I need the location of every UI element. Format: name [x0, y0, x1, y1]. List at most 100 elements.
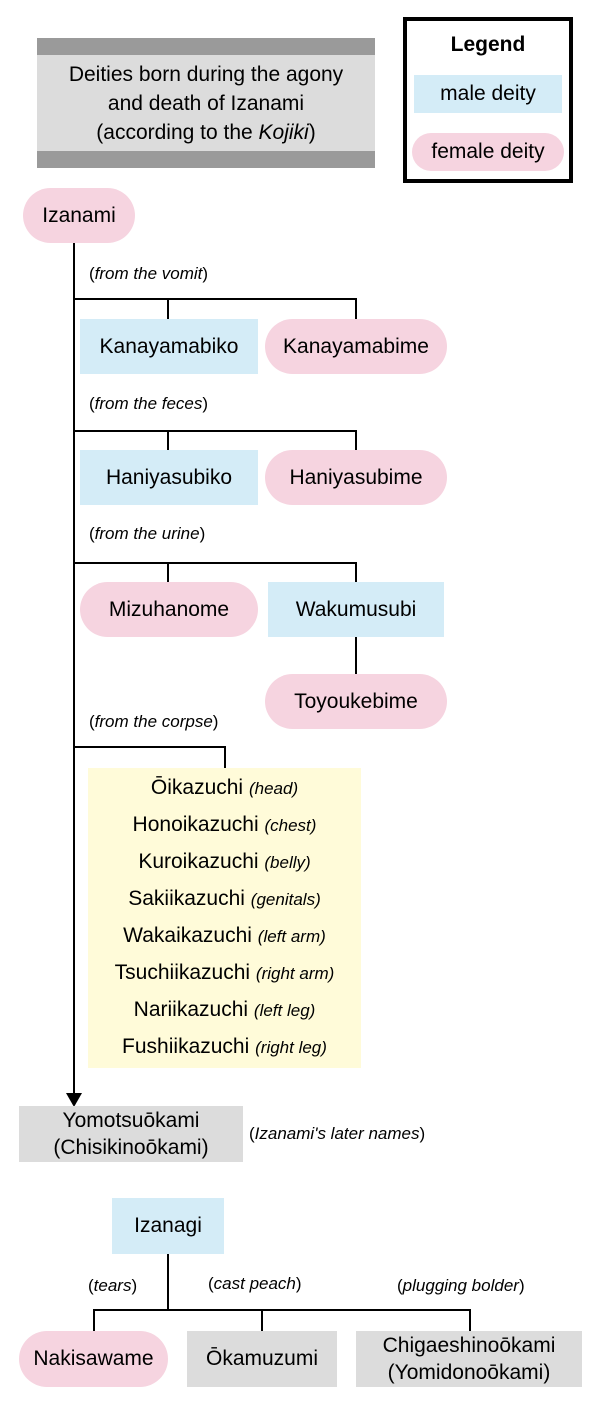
- branch-urine: [74, 562, 357, 564]
- node-mizuhanome: Mizuhanome: [80, 582, 258, 637]
- title-line-3-italic: Kojiki: [258, 120, 309, 144]
- note-later-names: (Izanami's later names): [249, 1124, 426, 1143]
- thunder-gods-box: Ōikazuchi (head) Honoikazuchi (chest) Kuro…: [88, 768, 361, 1068]
- title-line-2: and death of Izanami: [107, 91, 305, 115]
- thunder-god-name: Fushiikazuchi: [122, 1035, 256, 1058]
- node-haniyasubiko: Haniyasubiko: [80, 450, 258, 505]
- thunder-god-name: Sakiikazuchi: [128, 887, 251, 910]
- node-wakumusubi: Wakumusubi: [268, 582, 444, 637]
- node-yomotsuokami: Yomotsuōkami (Chisikinoōkami): [19, 1106, 243, 1162]
- thunder-god-row: Tsuchiikazuchi (right arm): [88, 961, 361, 985]
- thunder-god-body-part: (left leg): [253, 1001, 316, 1020]
- thunder-god-row: Wakaikazuchi (left arm): [88, 924, 361, 948]
- note-plugging-bolder: (plugging bolder): [397, 1276, 525, 1295]
- branch-feces-left: [167, 430, 169, 450]
- thunder-god-row: Ōikazuchi (head): [88, 776, 361, 800]
- thunder-god-body-part: (right leg): [255, 1038, 327, 1057]
- thunder-god-body-part: (head): [248, 779, 299, 798]
- node-chigaeshinookami: Chigaeshinoōkami (Yomidonoōkami): [356, 1331, 582, 1387]
- thunder-god-row: Honoikazuchi (chest): [88, 813, 361, 837]
- note-cast-peach: (cast peach): [208, 1274, 302, 1293]
- node-haniyasubime-label: Haniyasubime: [289, 465, 423, 489]
- node-chigaeshinookami-line-1: Chigaeshinoōkami: [382, 1334, 556, 1357]
- branch-corpse: [74, 746, 226, 748]
- izanagi-branch-1: [93, 1309, 95, 1331]
- thunder-god-name: Honoikazuchi: [132, 813, 265, 836]
- node-nakisawame-label: Nakisawame: [33, 1347, 154, 1370]
- branch-vomit-right: [355, 298, 357, 319]
- title-line-3-suffix: ): [308, 120, 316, 144]
- arrowhead-down: [66, 1093, 82, 1107]
- thunder-god-name: Wakaikazuchi: [123, 924, 258, 947]
- legend-male-swatch: male deity: [414, 75, 562, 113]
- thunder-god-body-part-text: chest: [270, 816, 311, 835]
- legend-title: Legend: [450, 33, 526, 56]
- title-bottom-bar: [37, 151, 375, 168]
- node-izanagi-label: Izanagi: [134, 1214, 202, 1237]
- diagram-title-box: Deities born during the agony and death …: [37, 38, 375, 168]
- title-line-1: Deities born during the agony: [68, 62, 344, 86]
- thunder-god-body-part: (left arm): [257, 927, 326, 946]
- thunder-god-name: Ōikazuchi: [150, 776, 249, 799]
- thunder-god-body-part-text: left arm: [263, 927, 321, 946]
- title-line-3-prefix: (according to the: [96, 120, 259, 144]
- thunder-god-row: Sakiikazuchi (genitals): [88, 887, 361, 911]
- node-toyoukebime: Toyoukebime: [265, 674, 447, 729]
- node-kanayamabime-label: Kanayamabime: [283, 334, 429, 358]
- branch-wakumusubi-child: [355, 637, 357, 674]
- thunder-god-body-part: (chest): [264, 816, 317, 835]
- branch-vomit-left: [167, 298, 169, 319]
- thunder-god-body-part-text: head: [254, 779, 293, 798]
- node-izanami: Izanami: [23, 188, 135, 243]
- legend: Legend male deity female deity: [403, 17, 573, 183]
- note-urine: (from the urine): [89, 524, 206, 543]
- node-wakumusubi-label: Wakumusubi: [295, 597, 417, 621]
- thunder-god-body-part: (right arm): [255, 964, 335, 983]
- node-haniyasubiko-label: Haniyasubiko: [105, 465, 233, 489]
- node-mizuhanome-label: Mizuhanome: [108, 597, 230, 621]
- diagram-title: Deities born during the agony and death …: [37, 55, 375, 151]
- title-top-bar: [37, 38, 375, 55]
- branch-vomit: [74, 298, 357, 300]
- thunder-god-body-part: (genitals): [250, 890, 321, 909]
- thunder-god-name: Kuroikazuchi: [138, 850, 265, 873]
- node-toyoukebime-label: Toyoukebime: [294, 689, 418, 713]
- node-izanami-label: Izanami: [42, 203, 116, 227]
- branch-feces: [74, 430, 357, 432]
- thunder-god-row: Kuroikazuchi (belly): [88, 850, 361, 874]
- title-line-3: (according to the Kojiki): [96, 118, 315, 147]
- node-nakisawame: Nakisawame: [19, 1331, 168, 1387]
- node-kanayamabime: Kanayamabime: [265, 319, 447, 374]
- izanagi-branch-3: [469, 1309, 471, 1331]
- thunder-god-body-part-text: right arm: [261, 964, 329, 983]
- trunk-line: [73, 243, 75, 1095]
- node-okamuzumi: Ōkamuzumi: [187, 1331, 337, 1387]
- thunder-god-row: Nariikazuchi (left leg): [88, 998, 361, 1022]
- legend-female-label: female deity: [431, 140, 545, 163]
- legend-female-swatch: female deity: [412, 133, 564, 171]
- izanagi-stem: [167, 1254, 169, 1311]
- node-kanayamabiko: Kanayamabiko: [80, 319, 258, 374]
- node-kanayamabiko-label: Kanayamabiko: [99, 334, 239, 358]
- thunder-god-body-part-text: genitals: [256, 890, 316, 909]
- branch-urine-left: [167, 562, 169, 582]
- thunder-god-name: Nariikazuchi: [133, 998, 254, 1021]
- izanagi-branch: [93, 1309, 471, 1311]
- branch-feces-right: [355, 430, 357, 450]
- thunder-god-body-part-text: right leg: [260, 1038, 322, 1057]
- node-haniyasubime: Haniyasubime: [265, 450, 447, 505]
- node-yomotsuokami-line-1: Yomotsuōkami: [62, 1109, 200, 1132]
- thunder-god-name: Tsuchiikazuchi: [114, 961, 256, 984]
- izanagi-branch-2: [261, 1309, 263, 1331]
- note-feces: (from the feces): [89, 394, 209, 413]
- node-okamuzumi-label: Ōkamuzumi: [205, 1347, 319, 1370]
- note-vomit: (from the vomit): [89, 264, 209, 283]
- node-izanagi: Izanagi: [112, 1198, 224, 1254]
- branch-corpse-down: [224, 746, 226, 768]
- node-chigaeshinookami-line-2: (Yomidonoōkami): [387, 1361, 551, 1384]
- node-yomotsuokami-line-2: (Chisikinoōkami): [53, 1136, 209, 1159]
- thunder-god-body-part-text: belly: [270, 853, 306, 872]
- thunder-god-body-part-text: left leg: [259, 1001, 310, 1020]
- branch-urine-right: [355, 562, 357, 582]
- note-corpse: (from the corpse): [89, 712, 219, 731]
